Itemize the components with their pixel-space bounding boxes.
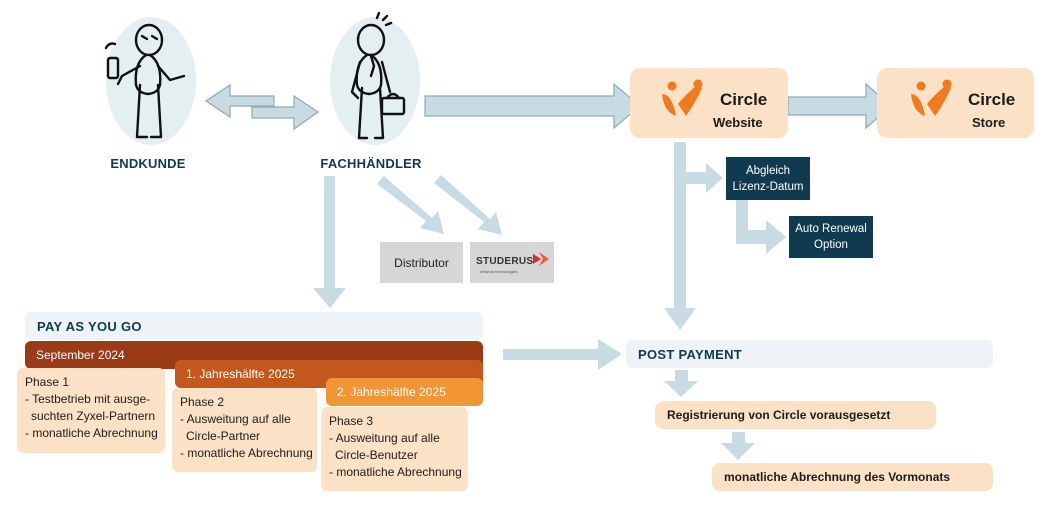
endkunde-figure-icon (104, 23, 186, 139)
phase-2-line: - Ausweitung auf alle (180, 412, 291, 426)
date-bar-h2-2025: 2. Jahreshälfte 2025 (326, 378, 483, 406)
circle-store-subtitle: Store (972, 115, 1006, 130)
phase-2-card: Phase 2 - Ausweitung auf alle Circle-Par… (172, 388, 317, 472)
auto-renewal-line2: Option (814, 239, 848, 251)
endkunde-label: ENDKUNDE (110, 156, 186, 171)
arrow-to-abgleich (686, 163, 723, 193)
circle-store-card[interactable]: Circle Store (877, 68, 1034, 138)
phase-1-line: - monatliche Abrechnung (25, 426, 158, 440)
phase-1-line: suchten Zyxel-Partnern (31, 409, 156, 423)
phase-2-title: Phase 2 (180, 395, 225, 409)
phase-3-line: - Ausweitung auf alle (329, 431, 440, 445)
studerus-logo: STUDERUS network technologies (470, 242, 554, 283)
arrow-to-website (424, 82, 641, 130)
abgleich-line1: Abgleich (745, 164, 791, 177)
phase-1-title: Phase 1 (25, 375, 70, 389)
post-payment-header: POST PAYMENT (626, 340, 993, 368)
arrow-down-postpayment (664, 142, 696, 330)
circle-website-card[interactable]: Circle Website (630, 68, 788, 138)
circle-logo-icon (662, 79, 703, 116)
phase-3-line: - monatliche Abrechnung (329, 465, 462, 479)
phase-1-line: - Testbetrieb mit ausge- (25, 392, 151, 406)
abgleich-line2: Lizenz-Datum (732, 180, 804, 193)
diagonal-arrows (377, 175, 502, 235)
phase-2-line: Circle-Partner (186, 429, 261, 443)
studerus-mark-icon (533, 252, 549, 266)
arrow-post-step2 (721, 432, 755, 460)
post-payment-step-1: Registrierung von Circle vorausgesetzt (655, 401, 936, 429)
arrow-payg-to-postpayment (503, 339, 622, 370)
endkunde-backdrop (106, 17, 196, 145)
arrow-down-payg (313, 176, 346, 308)
phase-3-title: Phase 3 (329, 414, 374, 428)
arrow-post-step1 (664, 370, 698, 397)
circle-store-brand: Circle (968, 90, 1016, 109)
studerus-name: STUDERUS (476, 256, 534, 267)
abgleich-box: Abgleich Lizenz-Datum (726, 157, 810, 200)
auto-renewal-box: Auto Renewal Option (789, 216, 873, 258)
auto-renewal-line1: Auto Renewal (795, 223, 867, 235)
pay-as-you-go-header: PAY AS YOU GO (25, 312, 483, 340)
arrow-to-store (787, 82, 892, 130)
circle-website-subtitle: Website (713, 115, 763, 130)
fachhaendler-backdrop (330, 17, 420, 145)
phase-2-line: - monatliche Abrechnung (180, 446, 313, 460)
arrow-to-auto-renewal (736, 200, 786, 254)
fachhaendler-label: FACHHÄNDLER (320, 156, 422, 171)
post-payment-step-2: monatliche Abrechnung des Vormonats (712, 463, 993, 491)
circle-website-brand: Circle (720, 90, 768, 109)
fachhaendler-figure-icon (350, 11, 406, 140)
phase-1-card: Phase 1 - Testbetrieb mit ausge- suchten… (17, 368, 165, 453)
studerus-tagline: network technologies (480, 269, 518, 274)
phase-3-line: Circle-Benutzer (335, 448, 418, 462)
distributor-box: Distributor (380, 242, 463, 283)
double-arrow (204, 83, 320, 131)
phase-3-card: Phase 3 - Ausweitung auf alle Circle-Ben… (321, 407, 468, 491)
circle-logo-icon (911, 79, 952, 116)
